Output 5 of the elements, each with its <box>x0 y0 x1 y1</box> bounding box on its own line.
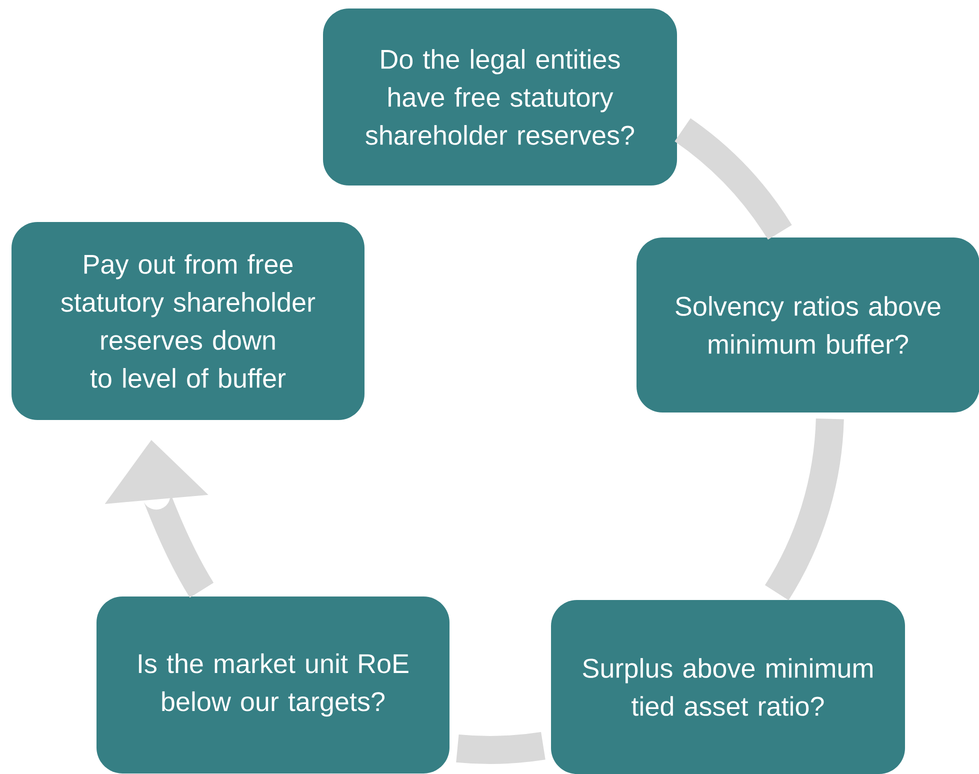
rounded-box: Surplus above minimum tied asset ratio? <box>551 600 905 774</box>
rounded-box: Do the legal entities have free statutory shareholder reserves? <box>323 8 677 186</box>
rounded-box: Is the market unit RoE below our targets? <box>96 596 450 774</box>
rounded-box: Pay out from free statutory shareholder reserves down to level of buffer <box>12 222 364 420</box>
rounded-box: Solvency ratios above minimum buffer? <box>636 238 979 412</box>
